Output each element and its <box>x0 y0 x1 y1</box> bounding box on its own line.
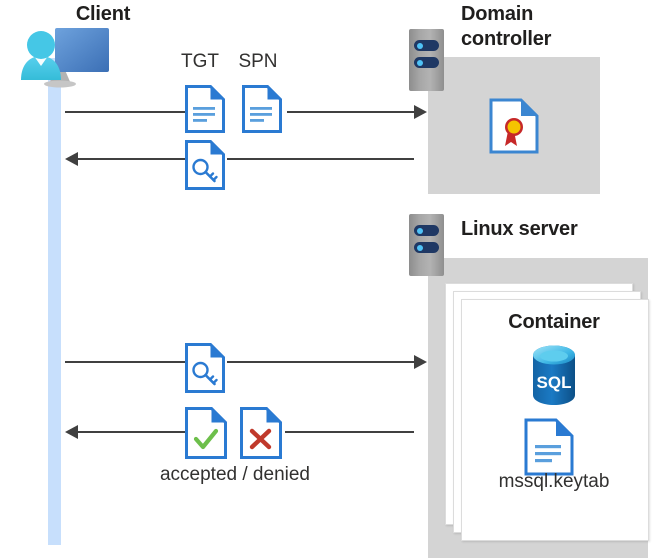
message-request-arrowhead <box>414 105 427 119</box>
message-result-line-left <box>78 431 185 433</box>
keytab-filename-label: mssql.keytab <box>498 471 610 492</box>
container-title: Container <box>508 311 600 333</box>
tgt-label: TGT <box>181 51 219 72</box>
message-result-arrowhead <box>65 425 78 439</box>
message-ticket-arrowhead <box>65 152 78 166</box>
message-request-line-right <box>287 111 414 113</box>
denied-document-icon <box>240 407 282 464</box>
message-present-line-right <box>227 361 414 363</box>
sql-database-icon: SQL <box>521 344 587 411</box>
linux-server-rack-icon <box>409 214 444 276</box>
key-document-icon <box>185 140 225 195</box>
message-ticket-line-left <box>78 158 185 160</box>
client-label: Client <box>75 3 131 25</box>
message-ticket-line-right <box>227 158 414 160</box>
message-present-line-left <box>65 361 185 363</box>
message-present-arrowhead <box>414 355 427 369</box>
domain-controller-rack-icon <box>409 29 444 91</box>
linux-server-label: Linux server <box>461 218 578 240</box>
spn-document-icon <box>242 85 282 138</box>
tgt-document-icon <box>185 85 225 138</box>
domain-controller-label: Domain controller <box>461 3 552 50</box>
message-result-line-right <box>285 431 414 433</box>
accepted-denied-caption: accepted / denied <box>159 464 310 485</box>
client-lifeline <box>48 58 61 545</box>
accepted-document-icon <box>185 407 227 464</box>
svg-text:SQL: SQL <box>537 373 572 392</box>
key-document-icon <box>185 343 225 398</box>
spn-label: SPN <box>238 51 278 72</box>
message-request-line-left <box>65 111 185 113</box>
certificate-document-icon <box>489 98 539 159</box>
keytab-document-icon <box>524 418 574 481</box>
client-computer-user-icon <box>8 22 113 94</box>
